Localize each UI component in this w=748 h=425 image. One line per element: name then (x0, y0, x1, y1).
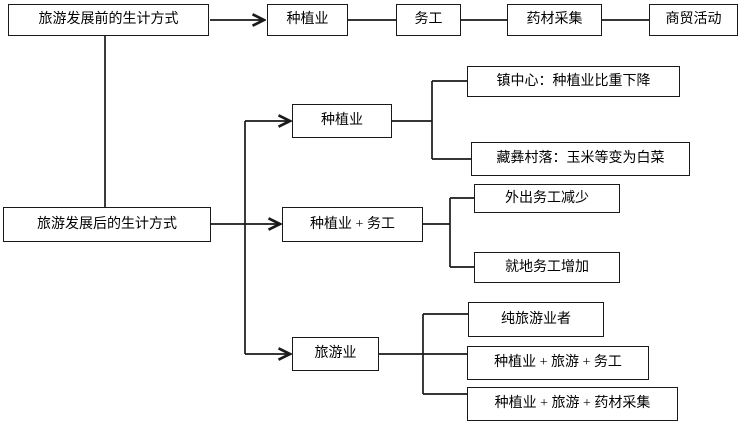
node-planting-before: 种植业 (267, 4, 348, 36)
node-post-tourism-livelihood: 旅游发展后的生计方式 (3, 207, 211, 242)
node-local-labor-increase: 就地务工增加 (474, 252, 620, 283)
node-tourism-branch: 旅游业 (292, 337, 379, 371)
node-outbound-labor-decrease: 外出务工减少 (474, 184, 620, 213)
node-planting-plus-labor-branch: 种植业 + 务工 (282, 207, 423, 242)
node-pure-tourism-operator: 纯旅游业者 (468, 302, 604, 337)
node-medicine-collection-before: 药材采集 (507, 4, 602, 36)
node-pre-tourism-livelihood: 旅游发展前的生计方式 (8, 4, 209, 36)
node-town-center-planting-decline: 镇中心：种植业比重下降 (467, 66, 680, 97)
node-planting-tourism-labor: 种植业 + 旅游 + 务工 (467, 346, 649, 380)
node-trade-activity-before: 商贸活动 (649, 4, 738, 36)
node-planting-tourism-medicine: 种植业 + 旅游 + 药材采集 (467, 387, 678, 421)
node-planting-branch: 种植业 (292, 104, 392, 138)
node-tibetan-yi-village-corn-to-cabbage: 藏彝村落：玉米等变为白菜 (471, 142, 690, 176)
node-labor-before: 务工 (396, 4, 461, 36)
